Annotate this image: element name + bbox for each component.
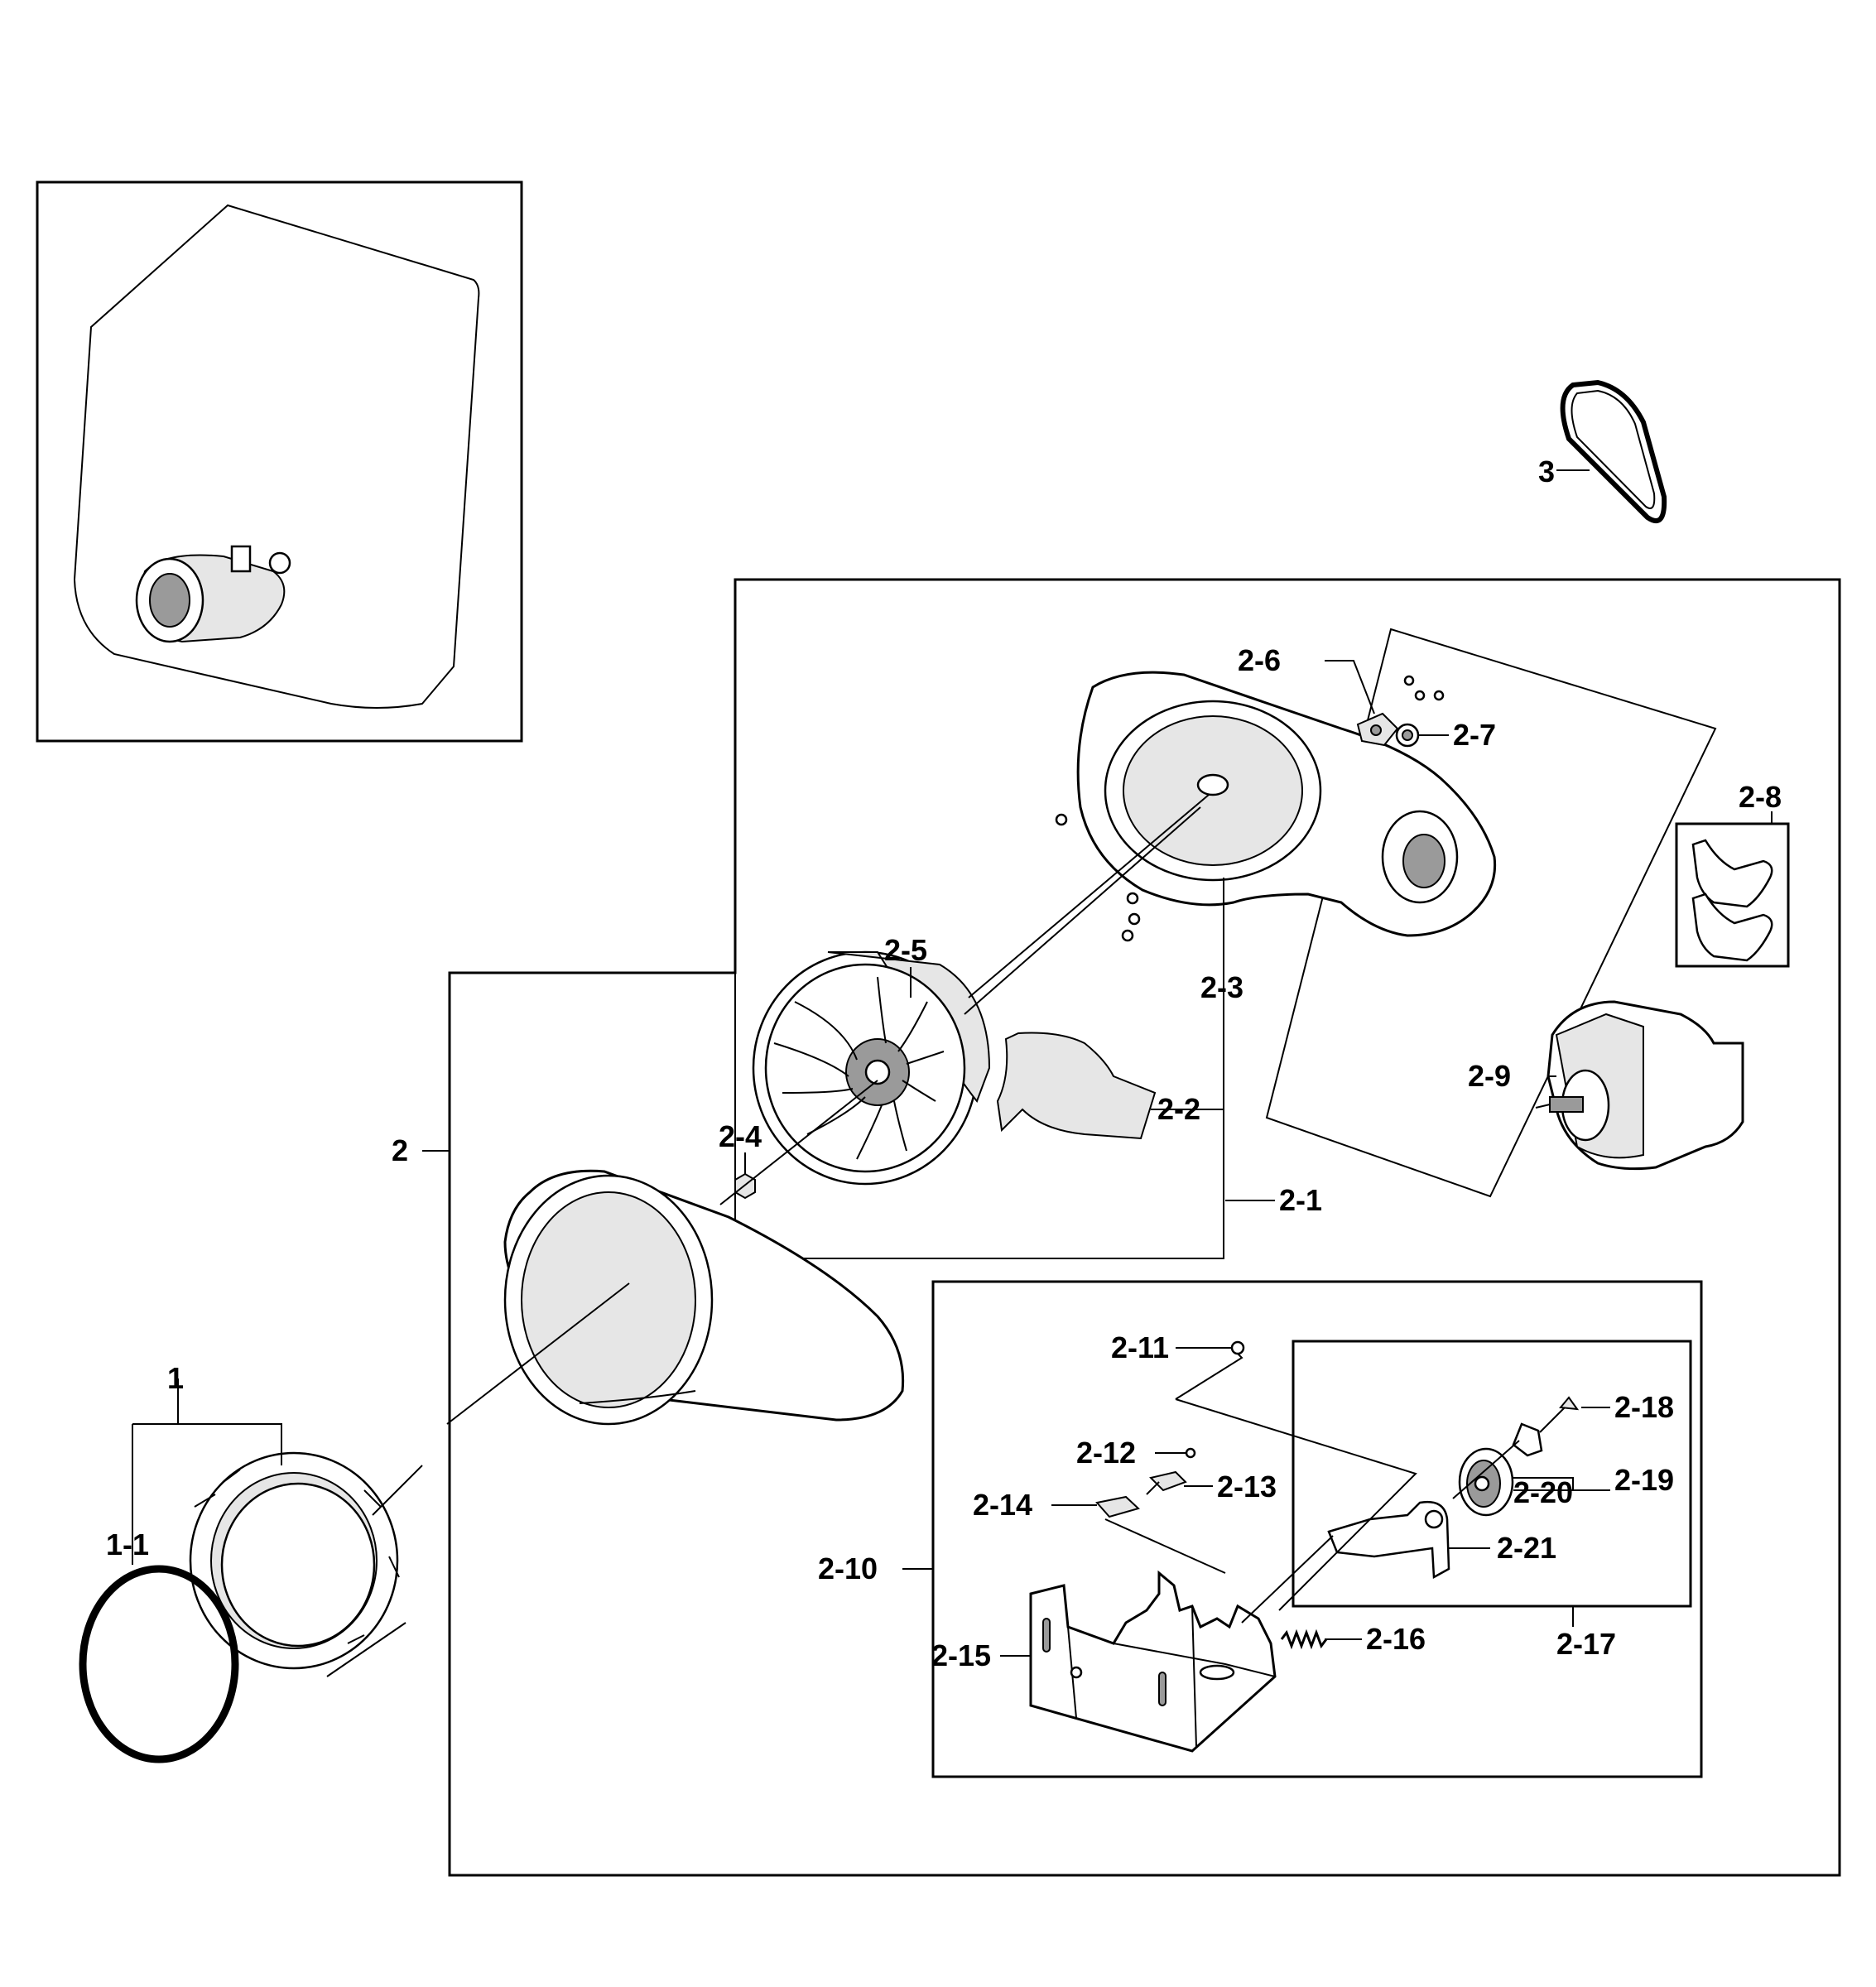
drive-belt	[1560, 379, 1667, 524]
label-2-16: 2-16	[1366, 1622, 1426, 1656]
label-2-21: 2-21	[1497, 1531, 1556, 1565]
blower-impeller-2-5	[752, 950, 991, 1186]
leader-lines	[132, 469, 1773, 1677]
label-2-10: 2-10	[818, 1552, 878, 1585]
label-2-8: 2-8	[1739, 780, 1782, 814]
label-2-20: 2-20	[1513, 1475, 1573, 1509]
label-2-4: 2-4	[719, 1119, 762, 1153]
pulley-shaft-2-19	[1512, 1422, 1543, 1457]
part-labels: 3 2 2-1 2-2 2-3 2-4 2-5 2-6 2-7 2-8 2-9 …	[106, 455, 1782, 1672]
label-2-2: 2-2	[1157, 1092, 1200, 1126]
label-2: 2	[392, 1133, 408, 1167]
label-2-3: 2-3	[1200, 970, 1243, 1004]
label-2-6: 2-6	[1238, 643, 1281, 677]
bearing-2-7	[1395, 723, 1420, 748]
label-3: 3	[1538, 455, 1555, 488]
retaining-clip-2-18	[1559, 1396, 1580, 1411]
rear-blower-housing	[1076, 671, 1497, 937]
dryer-cabinet-outline	[73, 204, 480, 709]
label-1: 1	[167, 1361, 184, 1395]
idler-bracket-2-15	[1029, 1570, 1277, 1753]
shaft-bracket-2-6	[1356, 712, 1399, 747]
screw-2-11	[1230, 1340, 1245, 1355]
air-duct-2-2	[996, 1032, 1157, 1140]
idler-box-2-10	[931, 1280, 1703, 1778]
label-2-19: 2-19	[1614, 1463, 1674, 1497]
front-duct-ring-1	[189, 1451, 400, 1670]
label-1-1: 1-1	[106, 1528, 149, 1561]
label-2-12: 2-12	[1076, 1436, 1136, 1470]
label-2-7: 2-7	[1453, 718, 1496, 752]
label-2-17: 2-17	[1556, 1627, 1616, 1661]
screw-2-12	[1185, 1447, 1196, 1459]
subassembly-2-1-outline	[734, 857, 1224, 1259]
idler-arm-2-21	[1327, 1500, 1450, 1580]
label-2-13: 2-13	[1217, 1470, 1277, 1503]
idler-pulley-2-20	[1458, 1447, 1514, 1517]
motor-mount-plane	[1265, 628, 1717, 1198]
idler-spring-2-16	[1280, 1629, 1328, 1650]
label-2-15: 2-15	[931, 1638, 991, 1672]
gasket-1-1	[79, 1565, 239, 1763]
front-blower-housing	[503, 1169, 905, 1426]
drive-motor-2-9	[1535, 1000, 1744, 1171]
idler-pulley-box-2-17	[1292, 1340, 1692, 1608]
label-2-1: 2-1	[1279, 1183, 1322, 1217]
locator-inset	[36, 180, 523, 743]
housing-screws	[1055, 675, 1445, 942]
label-2-5: 2-5	[884, 933, 927, 967]
clips-box-2-8	[1675, 822, 1790, 968]
label-2-11: 2-11	[1111, 1330, 1169, 1364]
clip-lower	[1691, 892, 1773, 962]
locator-blower-thumbnail	[135, 545, 291, 643]
label-2-18: 2-18	[1614, 1390, 1674, 1424]
switch-2-14	[1095, 1495, 1140, 1518]
label-2-9: 2-9	[1468, 1059, 1511, 1093]
label-2-14: 2-14	[973, 1488, 1032, 1522]
switch-2-13	[1149, 1470, 1187, 1492]
